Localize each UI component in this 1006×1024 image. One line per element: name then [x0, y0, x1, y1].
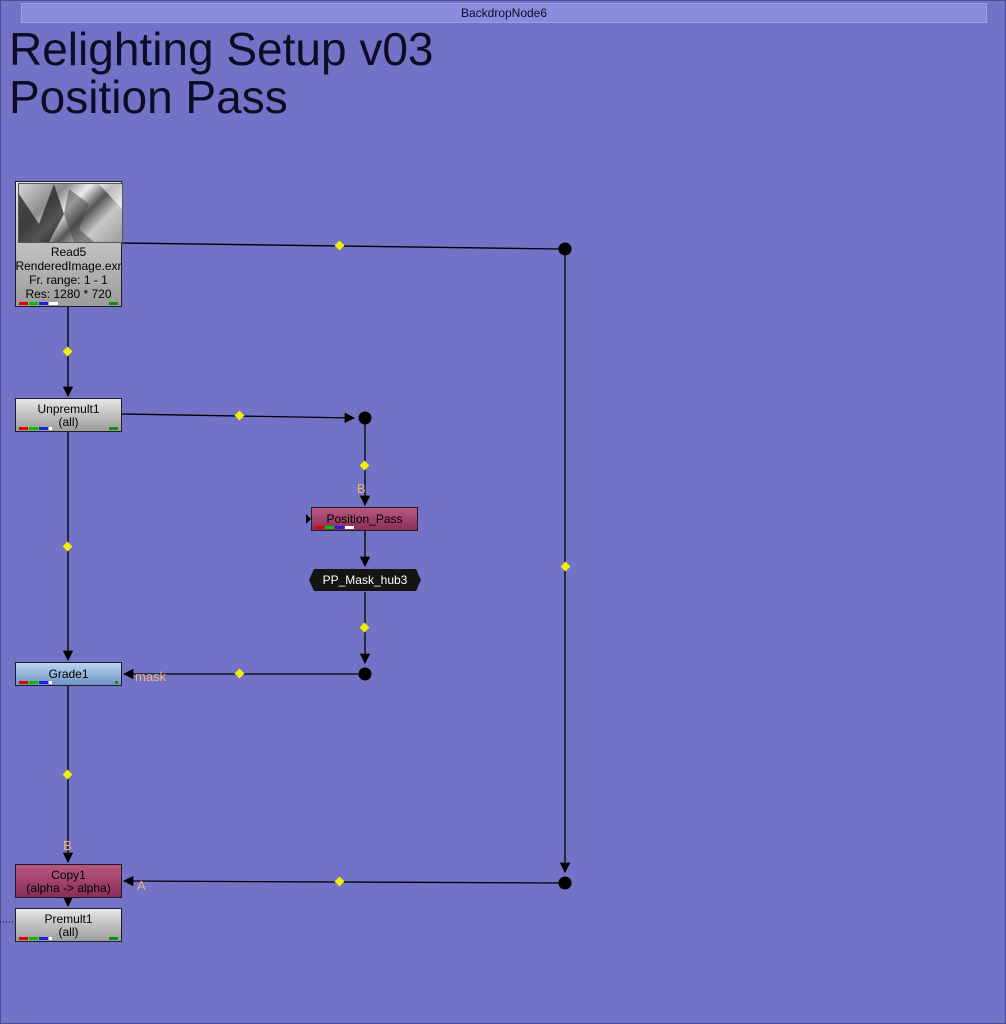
channel-bar: [19, 427, 52, 430]
channel-bar: [19, 302, 58, 305]
wire-marker: [334, 876, 345, 887]
wire-marker: [234, 668, 245, 679]
dot-node-bottom-right: [558, 876, 572, 890]
unpremult-node[interactable]: Unpremult1 (all): [15, 398, 122, 432]
position-pass-node-name: Position_Pass: [326, 512, 403, 526]
position-pass-input-b: B: [357, 481, 366, 496]
copy-node[interactable]: Copy1 (alpha -> alpha): [15, 864, 122, 898]
read-node-name: Read5: [50, 245, 87, 259]
dot-node-mask: [358, 667, 372, 681]
hub-node[interactable]: PP_Mask_hub3: [309, 569, 421, 591]
copy-input-a: A: [137, 878, 146, 893]
copy-node-name: Copy1: [51, 868, 86, 882]
wire-marker: [62, 541, 73, 552]
dot-node-unpremult: [358, 411, 372, 425]
channel-bar: [19, 681, 52, 684]
copy-input-b: B: [63, 838, 72, 853]
wire-marker: [234, 410, 245, 421]
thumbnail-image-icon: [19, 184, 122, 242]
input-triangle-icon: [306, 514, 311, 524]
backdrop-title: Relighting Setup v03 Position Pass: [9, 23, 434, 123]
wire-marker: [560, 561, 571, 572]
wire-marker: [62, 346, 73, 357]
wire-marker: [334, 240, 345, 251]
read-node-frame-range: Fr. range: 1 - 1: [29, 273, 108, 287]
unpremult-node-channels: (all): [58, 415, 79, 429]
read-thumbnail: [18, 183, 123, 243]
premult-node[interactable]: Premult1 (all): [15, 908, 122, 942]
premult-node-name: Premult1: [44, 912, 93, 926]
channel-indicator: [109, 937, 118, 940]
dot-node-top-right: [558, 242, 572, 256]
wire-marker: [359, 622, 370, 633]
premult-node-channels: (all): [58, 925, 79, 939]
read-node-file: RenderedImage.exr: [15, 259, 122, 273]
copy-node-detail: (alpha -> alpha): [26, 881, 111, 895]
wire-marker: [359, 460, 370, 471]
channel-bar: [19, 937, 52, 940]
channel-indicator: [109, 427, 118, 430]
position-pass-node[interactable]: Position_Pass: [311, 507, 418, 531]
read-node-resolution: Res: 1280 * 720: [25, 287, 112, 301]
grade-node-name: Grade1: [48, 667, 89, 681]
read-node[interactable]: Read5 RenderedImage.exr Fr. range: 1 - 1…: [15, 181, 123, 307]
backdrop-header[interactable]: BackdropNode6: [21, 3, 987, 23]
channel-bar: [315, 526, 354, 529]
grade-mask-label: mask: [135, 669, 167, 684]
channel-indicator: [115, 681, 118, 684]
grade-node[interactable]: Grade1: [15, 662, 122, 686]
unpremult-node-name: Unpremult1: [37, 402, 100, 416]
wire-marker: [62, 769, 73, 780]
channel-indicator: [109, 302, 118, 305]
